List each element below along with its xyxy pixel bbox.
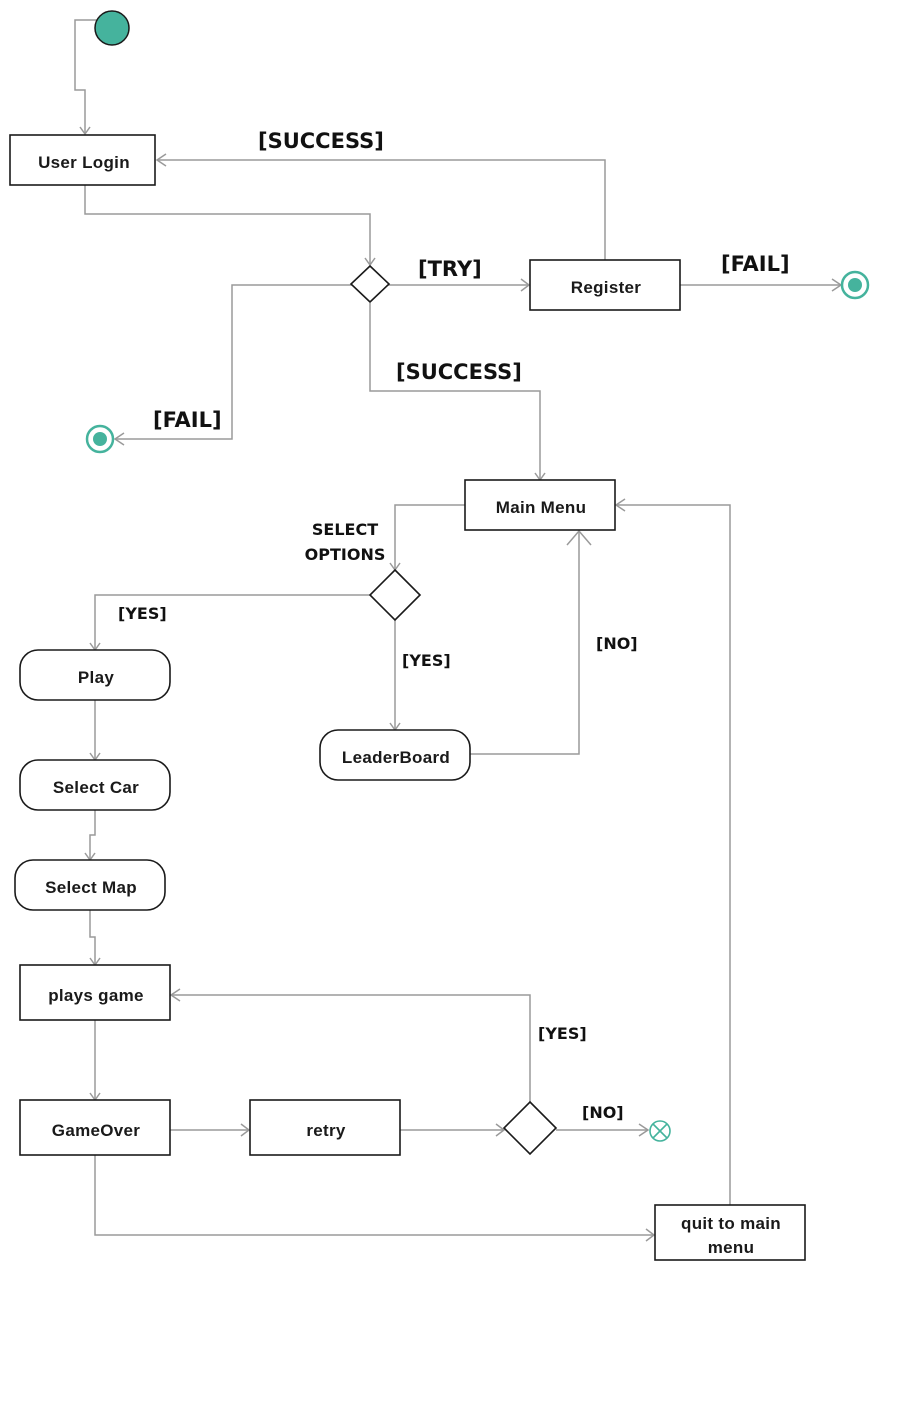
guard-yes-play: [YES]: [118, 604, 167, 623]
plays-game-box: [19, 964, 171, 1021]
flow-decision-to-plays-game: [171, 994, 531, 1103]
guard-success-main: [SUCCESS]: [396, 360, 522, 384]
flow-quit-to-main-menu: [616, 504, 731, 1205]
select-map-label: Select Map: [45, 878, 137, 897]
main-menu-label: Main Menu: [496, 498, 587, 517]
decision-options: [368, 568, 422, 622]
flow-decision-to-main-menu: [369, 303, 541, 479]
arrowhead: [240, 1123, 251, 1137]
flow-select-map-to-plays-game: [89, 910, 96, 964]
main-menu-box: [464, 479, 616, 531]
guard-fail-login: [FAIL]: [153, 408, 222, 432]
user-login-label: User Login: [38, 153, 130, 172]
arrowhead: [495, 1123, 506, 1137]
guard-no-retry: [NO]: [582, 1103, 624, 1122]
arrowhead: [155, 153, 167, 167]
arrowhead: [520, 278, 531, 292]
final-node-register-fail: [840, 270, 870, 300]
guard-yes-retry: [YES]: [538, 1024, 587, 1043]
flow-register-to-login: [157, 159, 606, 260]
arrowhead: [169, 988, 181, 1002]
select-map-box: [14, 859, 166, 911]
final-node-login-fail: [85, 424, 115, 454]
initial-node: [94, 10, 130, 46]
arrowhead: [79, 126, 91, 136]
arrowhead: [566, 529, 592, 546]
game-over-label: GameOver: [52, 1121, 140, 1140]
leaderboard-box: [319, 729, 471, 781]
flow-leaderboard-to-main-menu: [470, 532, 580, 755]
guard-fail-register: [FAIL]: [721, 252, 790, 276]
guard-success-top: [SUCCESS]: [258, 129, 384, 153]
flow-decision-to-fail-end: [115, 284, 352, 440]
select-car-box: [19, 759, 171, 811]
guard-select-options-line2: OPTIONS: [305, 545, 386, 564]
arrowhead: [113, 432, 125, 446]
register-box: [529, 259, 681, 311]
guard-yes-leaderboard: [YES]: [402, 651, 451, 670]
arrowhead: [614, 498, 626, 512]
leaderboard-label: LeaderBoard: [342, 748, 450, 767]
flow-start-to-login: [74, 19, 97, 133]
decision-login: [349, 264, 391, 304]
arrowhead: [645, 1228, 656, 1242]
guard-try: [TRY]: [418, 257, 482, 281]
quit-label-line1: quit to main: [681, 1214, 781, 1233]
plays-game-label: plays game: [48, 986, 144, 1005]
user-login-box: [9, 134, 156, 186]
guard-no-leaderboard: [NO]: [596, 634, 638, 653]
game-over-box: [19, 1099, 171, 1156]
decision-retry: [502, 1100, 558, 1156]
retry-box: [249, 1099, 401, 1156]
flow-main-menu-to-options: [394, 504, 465, 569]
register-label: Register: [571, 278, 642, 297]
flow-select-car-to-select-map: [89, 810, 96, 859]
select-car-label: Select Car: [53, 778, 139, 797]
quit-box: [654, 1204, 806, 1261]
play-label: Play: [78, 668, 114, 687]
quit-label-line2: menu: [708, 1238, 755, 1257]
retry-label: retry: [306, 1121, 346, 1140]
flow-game-over-to-quit: [94, 1155, 654, 1236]
flow-final-node: [649, 1120, 671, 1142]
play-box: [19, 649, 171, 701]
arrowhead: [638, 1123, 650, 1137]
guard-select-options-line1: SELECT: [312, 520, 378, 539]
flow-options-to-play: [94, 594, 370, 649]
flow-login-to-decision: [84, 185, 371, 264]
